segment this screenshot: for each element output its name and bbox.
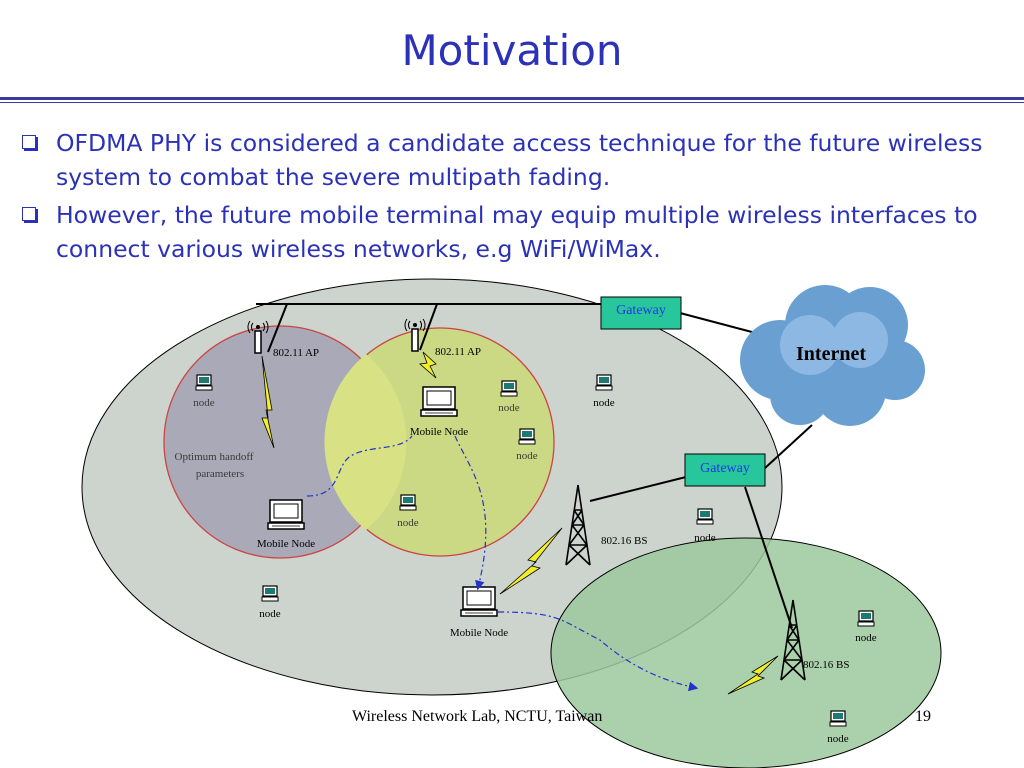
- title-divider: [0, 97, 1024, 100]
- node-label: node: [827, 733, 849, 745]
- node-label: node: [498, 402, 520, 414]
- mobile-node-label: Mobile Node: [450, 627, 508, 639]
- laptop-icon: [267, 499, 305, 530]
- computer-icon: [696, 508, 714, 525]
- computer-icon: [518, 428, 536, 445]
- movement-path: [454, 435, 487, 591]
- gateway-bs-link-2: [744, 486, 793, 629]
- gateway-box-mid: [684, 453, 766, 487]
- lightning-icon: [419, 351, 437, 379]
- computer-icon: [195, 374, 213, 391]
- bullet-item: OFDMA PHY is considered a candidate acce…: [20, 126, 1010, 194]
- bullet-text: OFDMA PHY is considered a candidate acce…: [56, 129, 983, 191]
- handoff-label: parameters: [196, 468, 244, 480]
- mobile-node-label: Mobile Node: [410, 426, 468, 438]
- wifi-cell-overlap: [324, 354, 407, 530]
- lightning-icon: [727, 655, 779, 695]
- checkbox-bullet-icon: [22, 135, 36, 149]
- page-number: 19: [915, 708, 931, 725]
- computer-icon: [399, 494, 417, 511]
- footer-text: Wireless Network Lab, NCTU, Taiwan: [352, 708, 603, 725]
- computer-icon: [500, 380, 518, 397]
- mobile-node-label: Mobile Node: [257, 538, 315, 550]
- bullet-text: However, the future mobile terminal may …: [56, 201, 978, 263]
- gateway-box-top: [600, 296, 682, 330]
- checkbox-bullet-icon: [22, 207, 36, 221]
- node-label: node: [694, 532, 716, 544]
- ap-right-uplink: [419, 303, 438, 351]
- gateway-label: Gateway: [700, 461, 750, 476]
- laptop-icon: [460, 586, 498, 617]
- title-divider-thin: [0, 102, 1024, 103]
- ap-label: 802.11 AP: [435, 346, 481, 358]
- ap-left-uplink: [267, 303, 288, 353]
- bullet-item: However, the future mobile terminal may …: [20, 198, 1010, 266]
- node-label: node: [193, 397, 215, 409]
- bullet-list: OFDMA PHY is considered a candidate acce…: [20, 126, 1010, 270]
- computer-icon: [595, 374, 613, 391]
- handoff-label: Optimum handoff: [175, 451, 254, 463]
- computer-icon: [829, 710, 847, 727]
- node-label: node: [593, 397, 615, 409]
- node-label: node: [855, 632, 877, 644]
- gateway-label: Gateway: [616, 303, 666, 318]
- node-label: node: [259, 608, 281, 620]
- computer-icon: [261, 585, 279, 602]
- bs-label: 802.16 BS: [601, 535, 647, 547]
- movement-path: [497, 611, 699, 692]
- node-label: node: [516, 450, 538, 462]
- slide-title: Motivation: [401, 26, 623, 75]
- gateway-bs-link: [589, 476, 687, 502]
- gateway-internet-link-2: [764, 424, 813, 469]
- laptop-icon: [420, 386, 458, 417]
- node-label: node: [397, 517, 419, 529]
- movement-path: [306, 435, 413, 497]
- ap-label: 802.11 AP: [273, 347, 319, 359]
- lightning-icon: [499, 527, 563, 595]
- wimax-coverage-lower: [550, 537, 942, 768]
- internet-cloud-icon: [740, 285, 925, 426]
- lightning-icon: [261, 355, 275, 449]
- computer-icon: [857, 610, 875, 627]
- internet-label: Internet: [796, 343, 866, 365]
- bs-label: 802.16 BS: [803, 659, 849, 671]
